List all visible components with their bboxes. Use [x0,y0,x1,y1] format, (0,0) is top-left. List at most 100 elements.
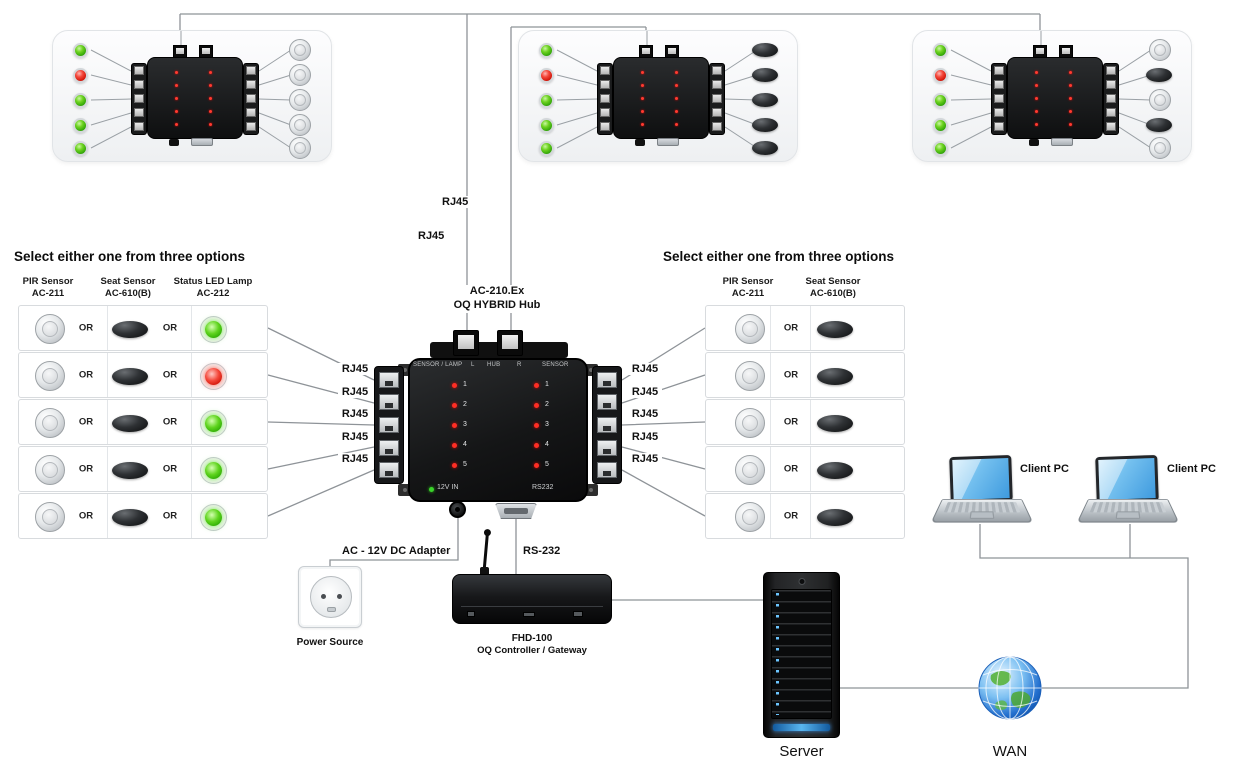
channel-number: 2 [545,401,549,408]
column-model: AC-212 [196,287,230,299]
rj45-port [597,372,617,388]
column-divider [770,306,771,350]
channel-led [641,84,644,87]
or-label: OR [783,463,799,475]
channel-number: 5 [545,461,549,468]
power-jack [1029,139,1039,146]
channel-number: 1 [463,381,467,388]
pir-sensor [289,89,311,111]
column-model: AC-211 [731,287,765,299]
server-drive-bays [771,589,832,719]
rj45-port [134,108,144,117]
channel-led [175,71,178,74]
column-divider [191,306,192,350]
rj45-port [1106,122,1116,131]
channel-led [1035,71,1038,74]
socket-face [310,576,352,618]
seat-sensor [752,118,778,132]
column-divider [810,447,811,491]
channel-led [675,110,678,113]
seat-sensor [752,43,778,57]
or-label: OR [162,322,178,334]
channel-led [641,110,644,113]
pir-sensor [35,314,65,344]
or-label: OR [162,510,178,522]
pir-sensor [289,64,311,86]
seat-sensor [112,368,148,385]
channel-number: 1 [545,381,549,388]
column-divider [107,494,108,538]
rj45-uplink-port [199,45,213,58]
hub-title: AC-210.Ex OQ HYBRID Hub [437,285,557,313]
status-led-green [539,43,554,58]
pir-sensor [735,455,765,485]
rj45-label: RJ45 [628,386,662,399]
rj45-port [994,108,1004,117]
pir-sensor [1149,137,1171,159]
right-option-row-3: OR [705,399,905,445]
channel-led [675,84,678,87]
channel-number: 3 [463,421,467,428]
column-divider [191,353,192,397]
channel-led [452,383,457,388]
antenna-base [480,567,489,576]
pir-sensor [289,114,311,136]
seat-sensor [752,141,778,155]
rj45-port [246,66,256,75]
status-lamp-green [200,316,227,343]
channel-led [1035,110,1038,113]
hub-label-sensor: SENSOR [542,362,569,368]
rj45-uplink-port [639,45,653,58]
seat-sensor [817,368,853,385]
gateway-device [452,574,612,624]
rj45-port [1106,66,1116,75]
pir-sensor [35,408,65,438]
rj45-uplink-port [173,45,187,58]
or-label: OR [783,416,799,428]
laptop-screen [1095,454,1159,504]
column-divider [107,400,108,444]
column-divider [770,494,771,538]
rj45-label: RJ45 [628,453,662,466]
channel-led [209,84,212,87]
column-divider [810,306,811,350]
pir-sensor [289,39,311,61]
status-led-green [539,93,554,108]
gateway-description: OQ Controller / Gateway [477,645,587,656]
rj45-port [994,66,1004,75]
channel-led [175,110,178,113]
room-panel-3 [912,30,1192,162]
or-label: OR [162,463,178,475]
rj45-port [994,80,1004,89]
rj45-label: RJ45 [628,408,662,421]
rj45-port [246,108,256,117]
pir-sensor [289,137,311,159]
seat-sensor [112,462,148,479]
right-sensor-wires [621,327,706,517]
status-led-green [933,141,948,156]
rs232-label: RS-232 [522,545,562,558]
channel-led [675,71,678,74]
status-lamp-green [200,457,227,484]
room-panel-2 [518,30,798,162]
rj45-label: RJ45 [628,363,662,376]
rj45-port [597,440,617,456]
rj45-port [600,94,610,103]
power-source-label: Power Source [296,637,364,648]
channel-number: 4 [545,441,549,448]
right-option-row-4: OR [705,446,905,492]
channel-led [534,463,539,468]
channel-led [452,403,457,408]
channel-number: 4 [463,441,467,448]
rj45-port [600,122,610,131]
pir-sensor [35,455,65,485]
status-led-green [73,141,88,156]
right-column-header-seat: Seat Sensor AC-610(B) [798,276,868,300]
rj45-label: RJ45 [338,453,372,466]
hub-power-label: 12V IN [437,484,459,491]
or-label: OR [783,369,799,381]
room-hub-body [613,57,709,139]
rj45-uplink-port [1059,45,1073,58]
